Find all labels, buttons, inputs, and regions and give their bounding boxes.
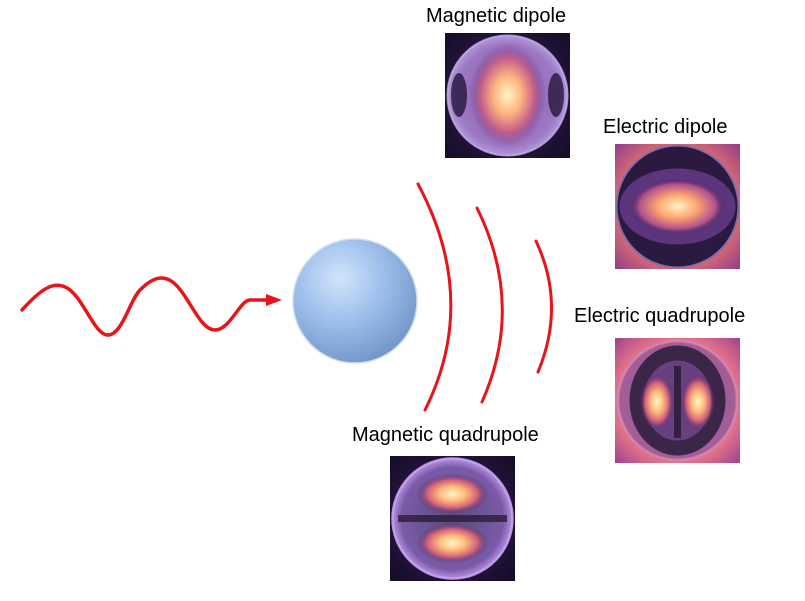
electric-dipole-map bbox=[615, 144, 740, 269]
electric-dipole-label: Electric dipole bbox=[603, 116, 728, 138]
incident-wave bbox=[20, 276, 282, 337]
electric-quadrupole-label: Electric quadrupole bbox=[574, 305, 746, 327]
electric-quadrupole-map bbox=[615, 338, 740, 463]
magnetic-dipole-label: Magnetic dipole bbox=[426, 5, 567, 27]
magnetic-quadrupole-map bbox=[390, 456, 515, 581]
magnetic-dipole-map bbox=[445, 33, 570, 158]
wavefront-arc-2 bbox=[475, 206, 504, 404]
wavefront-arc-3 bbox=[534, 239, 553, 374]
wavefront-arc-1 bbox=[416, 182, 453, 412]
arrow-head-icon bbox=[266, 294, 282, 306]
magnetic-quadrupole-label: Magnetic quadrupole bbox=[352, 424, 539, 446]
sine-wave-path bbox=[20, 276, 270, 337]
sphere-scatterer bbox=[292, 238, 418, 364]
scattered-wavefronts bbox=[416, 182, 553, 412]
